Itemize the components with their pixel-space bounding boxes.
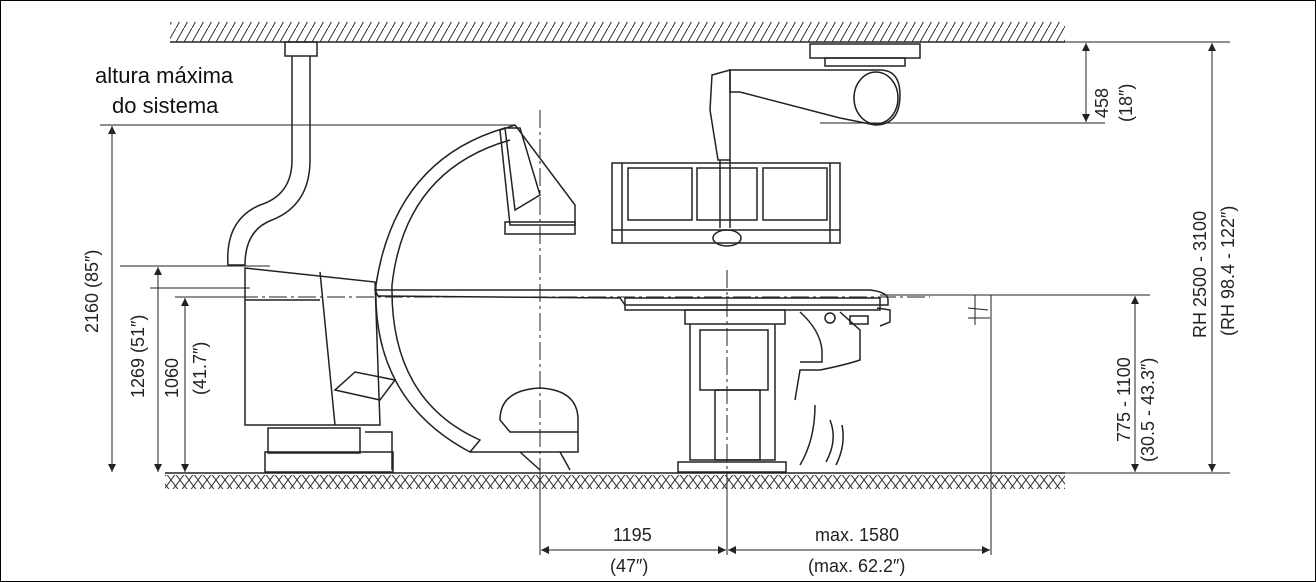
dim-room-height-inches: (RH 98.4 - 122″) [1218,205,1238,336]
dim-2160: 2160 (85″) [82,249,102,333]
c-arm-stand [244,267,394,473]
dim-1580-inches: (max. 62.2″) [808,556,906,576]
c-arm [333,124,579,471]
dim-458: 458 [1092,87,1112,118]
dim-room-height: RH 2500 - 3100 [1190,210,1210,338]
max-height-label-line2: do sistema [112,93,219,118]
ceiling [170,22,1065,43]
dimension-lines [108,43,1216,554]
table-height-marker [967,295,990,325]
dim-1269: 1269 (51″) [128,314,148,398]
dim-458-inches: (18″) [1116,83,1136,122]
dim-1195-inches: (47″) [610,556,649,576]
reference-lines [100,41,1230,555]
dim-775-1100: 775 - 1100 [1114,357,1134,442]
ceiling-suspension [227,41,318,266]
dim-1060-inches: (41.7″) [190,341,210,395]
floor [165,472,1065,489]
dim-1060: 1060 [162,357,182,398]
dim-775-1100-inches: (30.5 - 43.3″) [1138,357,1158,462]
patient-table [373,289,891,473]
dim-1580: max. 1580 [815,525,900,545]
monitor-suspension [709,43,921,228]
center-lines [240,110,930,478]
dim-1195: 1195 [613,525,652,545]
monitor-bank [611,162,841,247]
max-height-label-line1: altura máxima [95,63,234,88]
